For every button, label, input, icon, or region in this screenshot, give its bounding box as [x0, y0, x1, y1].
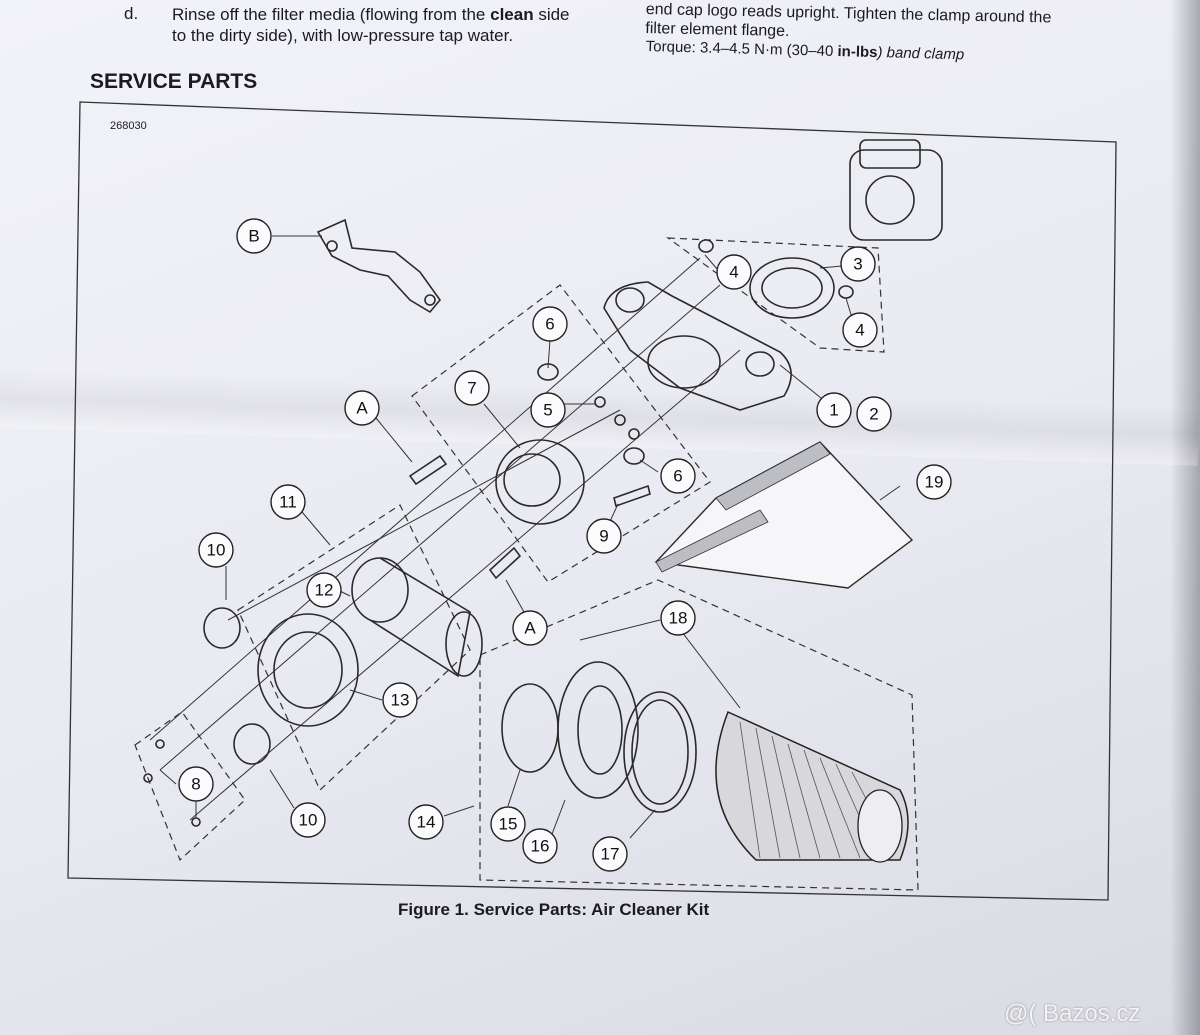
figure-frame: [67, 101, 1117, 901]
callout-text-1: 1: [829, 401, 838, 420]
callout-text-11: 11: [279, 493, 297, 512]
callout-text-6a: 6: [545, 315, 554, 334]
callout-4-top: 4: [716, 254, 752, 290]
throttle-body-part: [849, 139, 943, 241]
screws-8-part: [143, 739, 201, 827]
callout-text-b: B: [248, 227, 259, 246]
callout-text-15: 15: [499, 815, 518, 834]
bolts-part: [408, 454, 522, 580]
figure-caption: Figure 1. Service Parts: Air Cleaner Kit: [398, 900, 710, 919]
mount-ring-part: [257, 613, 359, 727]
group-11-13: [237, 504, 471, 792]
adapter-ring-part: [557, 661, 639, 799]
figure-number: 268030: [110, 120, 147, 132]
callout-text-19: 19: [925, 473, 944, 492]
group-3-4: [666, 237, 885, 353]
callout-text-3: 3: [853, 255, 862, 274]
callout-15: 15: [490, 806, 526, 842]
leader-lines: [159, 235, 901, 839]
callout-text-7: 7: [467, 379, 476, 398]
callout-text-18: 18: [669, 609, 688, 628]
callout-1: 1: [816, 392, 852, 428]
intake-tube-part: [351, 557, 483, 678]
callout-4-bottom: 4: [842, 312, 878, 348]
callout-text-10a: 10: [207, 541, 226, 560]
gasket-part: [698, 239, 854, 319]
seal-part: [623, 691, 697, 813]
step-line1-pre: Rinse off the filter media (flowing from…: [172, 5, 491, 24]
step-text: Rinse off the filter media (flowing from…: [172, 4, 570, 46]
callout-12: 12: [306, 572, 342, 608]
callout-2: 2: [856, 396, 892, 432]
callout-8: 8: [178, 766, 214, 802]
callout-9: 9: [586, 518, 622, 554]
callout-text-17: 17: [601, 845, 620, 864]
filter-media-part: [654, 441, 914, 589]
callout-13: 13: [382, 682, 418, 718]
callout-5: 5: [530, 392, 566, 428]
callout-6-top: 6: [532, 306, 568, 342]
callout-text-12: 12: [315, 581, 334, 600]
callout-text-4b: 4: [855, 321, 864, 340]
callout-16: 16: [522, 828, 558, 864]
callout-3: 3: [840, 246, 876, 282]
callout-labels: B 4 3 4 6 7 5 1 2 A 6 19 11 9 10 12 A 18…: [178, 218, 952, 872]
callout-text-5: 5: [543, 401, 552, 420]
step-line2: to the dirty side), with low-pressure ta…: [172, 26, 514, 45]
callout-text-13: 13: [391, 691, 410, 710]
callout-19: 19: [916, 464, 952, 500]
alignment-lines: [149, 257, 741, 821]
bracket-part: [316, 218, 442, 314]
caps-part: [203, 607, 271, 765]
callout-text-14: 14: [417, 813, 436, 832]
watermark: @( Bazos.cz: [1004, 1000, 1141, 1027]
callout-18: 18: [660, 600, 696, 636]
section-title: SERVICE PARTS: [90, 70, 258, 93]
callout-text-2: 2: [869, 405, 878, 424]
callout-10-bottom: 10: [290, 802, 326, 838]
callout-text-16: 16: [531, 837, 550, 856]
callout-text-4a: 4: [729, 263, 738, 282]
callout-a-bottom: A: [512, 610, 548, 646]
callout-text-6b: 6: [673, 467, 682, 486]
callout-6-bottom: 6: [660, 458, 696, 494]
callout-14: 14: [408, 804, 444, 840]
step-letter: d.: [124, 4, 139, 23]
callout-b: B: [236, 218, 272, 254]
group-8: [134, 711, 246, 862]
callout-17: 17: [592, 836, 628, 872]
step-line1-post: side: [533, 5, 570, 24]
backplate-part: [603, 281, 792, 411]
callout-text-8: 8: [191, 775, 200, 794]
group-5-9: [411, 284, 711, 583]
clamp-part: [501, 683, 559, 773]
cone-filter-part: [715, 710, 909, 863]
callout-text-10b: 10: [299, 811, 318, 830]
callout-10-top: 10: [198, 532, 234, 568]
callout-11: 11: [270, 484, 306, 520]
callout-text-a1: A: [356, 399, 368, 418]
screws-part: [537, 363, 645, 465]
callout-7: 7: [454, 370, 490, 406]
callout-text-a2: A: [524, 619, 536, 638]
callout-text-9: 9: [599, 527, 608, 546]
backplate-gasket-part: [495, 439, 585, 525]
group-14-18: [479, 579, 919, 891]
step-line1-bold: clean: [490, 5, 534, 24]
label-strip-part: [613, 484, 651, 508]
page-edge-shadow: [1170, 0, 1200, 1035]
callout-a-top: A: [344, 390, 380, 426]
